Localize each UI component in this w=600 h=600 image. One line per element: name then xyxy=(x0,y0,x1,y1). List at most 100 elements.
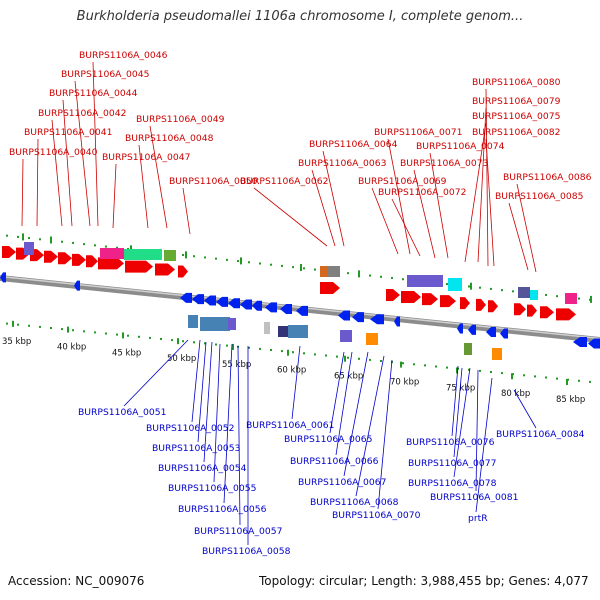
reverse-gene-label[interactable]: BURPS1106A_0076 xyxy=(406,437,495,448)
forward-gene-label[interactable]: BURPS1106A_0069 xyxy=(358,176,447,187)
forward-gene-arrow[interactable] xyxy=(440,295,456,308)
reverse-gene-arrow[interactable] xyxy=(468,324,476,335)
reverse-gene-label[interactable]: BURPS1106A_0061 xyxy=(246,420,334,431)
reverse-gene-arrow[interactable] xyxy=(192,294,204,305)
reverse-gene-arrow[interactable] xyxy=(0,272,6,283)
forward-gene-arrow[interactable] xyxy=(320,281,340,294)
forward-gene-arrow[interactable] xyxy=(488,300,498,313)
feature-box[interactable] xyxy=(340,330,352,342)
reverse-gene-arrow[interactable] xyxy=(370,314,384,325)
forward-gene-label[interactable]: BURPS1106A_0086 xyxy=(503,172,592,183)
reverse-gene-label[interactable]: prtR xyxy=(468,513,488,524)
forward-gene-arrow[interactable] xyxy=(422,293,438,306)
feature-box[interactable] xyxy=(200,317,230,331)
forward-gene-arrow[interactable] xyxy=(540,306,554,319)
reverse-gene-arrow[interactable] xyxy=(74,280,80,291)
reverse-gene-label[interactable]: BURPS1106A_0056 xyxy=(178,504,267,515)
forward-gene-label[interactable]: BURPS1106A_0040 xyxy=(9,147,98,158)
reverse-gene-arrow[interactable] xyxy=(588,338,600,349)
forward-gene-arrow[interactable] xyxy=(556,308,576,321)
forward-gene-arrow[interactable] xyxy=(86,255,98,268)
forward-gene-label[interactable]: BURPS1106A_0071 xyxy=(374,127,462,138)
forward-gene-arrow[interactable] xyxy=(460,297,470,310)
forward-gene-label[interactable]: BURPS1106A_0048 xyxy=(125,133,214,144)
forward-gene-label[interactable]: BURPS1106A_0072 xyxy=(378,187,466,198)
reverse-gene-arrow[interactable] xyxy=(500,328,508,339)
feature-box[interactable] xyxy=(124,249,162,260)
forward-gene-arrow[interactable] xyxy=(155,263,175,276)
reverse-gene-arrow[interactable] xyxy=(180,292,192,303)
reverse-gene-label[interactable]: BURPS1106A_0084 xyxy=(496,429,585,440)
reverse-gene-arrow[interactable] xyxy=(394,316,400,327)
forward-gene-label[interactable]: BURPS1106A_0074 xyxy=(416,141,505,152)
feature-box[interactable] xyxy=(264,322,270,334)
feature-box[interactable] xyxy=(448,278,462,291)
reverse-gene-label[interactable]: BURPS1106A_0066 xyxy=(290,456,379,467)
reverse-gene-arrow[interactable] xyxy=(216,296,228,307)
forward-gene-label[interactable]: BURPS1106A_0045 xyxy=(61,69,150,80)
feature-box[interactable] xyxy=(328,266,340,277)
forward-gene-label[interactable]: BURPS1106A_0046 xyxy=(79,50,168,61)
reverse-gene-label[interactable]: BURPS1106A_0078 xyxy=(408,478,497,489)
feature-box[interactable] xyxy=(278,326,288,337)
reverse-gene-arrow[interactable] xyxy=(228,298,240,309)
forward-gene-label[interactable]: BURPS1106A_0082 xyxy=(472,127,560,138)
reverse-gene-label[interactable]: BURPS1106A_0065 xyxy=(284,434,373,445)
forward-gene-label[interactable]: BURPS1106A_0079 xyxy=(472,96,561,107)
feature-box[interactable] xyxy=(518,287,530,298)
feature-box[interactable] xyxy=(492,348,502,360)
reverse-gene-label[interactable]: BURPS1106A_0055 xyxy=(168,483,257,494)
reverse-gene-arrow[interactable] xyxy=(204,295,216,306)
feature-box[interactable] xyxy=(288,325,308,338)
forward-gene-label[interactable]: BURPS1106A_0044 xyxy=(49,88,138,99)
forward-gene-arrow[interactable] xyxy=(44,250,58,263)
feature-box[interactable] xyxy=(530,290,538,300)
feature-box[interactable] xyxy=(100,248,124,259)
reverse-gene-arrow[interactable] xyxy=(252,300,262,311)
reverse-gene-label[interactable]: BURPS1106A_0077 xyxy=(408,458,497,469)
forward-gene-label[interactable]: BURPS1106A_0080 xyxy=(472,77,561,88)
feature-box[interactable] xyxy=(407,275,443,287)
forward-gene-arrow[interactable] xyxy=(476,298,486,311)
feature-box[interactable] xyxy=(366,333,378,345)
reverse-gene-label[interactable]: BURPS1106A_0057 xyxy=(194,526,283,537)
reverse-gene-label[interactable]: BURPS1106A_0058 xyxy=(202,546,291,557)
feature-box[interactable] xyxy=(24,242,34,255)
feature-box[interactable] xyxy=(565,293,577,304)
forward-gene-arrow[interactable] xyxy=(72,253,86,266)
forward-gene-arrow[interactable] xyxy=(2,246,16,259)
forward-gene-arrow[interactable] xyxy=(514,303,526,316)
forward-gene-arrow[interactable] xyxy=(58,252,72,265)
forward-gene-label[interactable]: BURPS1106A_0064 xyxy=(309,139,398,150)
feature-box[interactable] xyxy=(164,250,176,261)
forward-gene-label[interactable]: BURPS1106A_0042 xyxy=(38,108,126,119)
reverse-gene-arrow[interactable] xyxy=(338,310,350,321)
forward-gene-label[interactable]: BURPS1106A_0049 xyxy=(136,114,225,125)
forward-gene-arrow[interactable] xyxy=(98,257,124,270)
reverse-gene-label[interactable]: BURPS1106A_0052 xyxy=(146,423,234,434)
reverse-gene-label[interactable]: BURPS1106A_0070 xyxy=(332,510,421,521)
reverse-gene-arrow[interactable] xyxy=(457,323,463,334)
reverse-gene-arrow[interactable] xyxy=(280,304,292,315)
forward-gene-arrow[interactable] xyxy=(386,289,400,302)
forward-gene-label[interactable]: BURPS1106A_0062 xyxy=(240,176,328,187)
reverse-gene-label[interactable]: BURPS1106A_0067 xyxy=(298,477,387,488)
forward-gene-label[interactable]: BURPS1106A_0073 xyxy=(400,158,489,169)
forward-gene-label[interactable]: BURPS1106A_0041 xyxy=(24,127,112,138)
feature-box[interactable] xyxy=(464,343,472,355)
forward-gene-label[interactable]: BURPS1106A_0063 xyxy=(298,158,387,169)
reverse-gene-label[interactable]: BURPS1106A_0053 xyxy=(152,443,241,454)
forward-gene-label[interactable]: BURPS1106A_0075 xyxy=(472,111,561,122)
reverse-gene-arrow[interactable] xyxy=(265,302,277,313)
forward-gene-label[interactable]: BURPS1106A_0047 xyxy=(102,152,191,163)
reverse-gene-arrow[interactable] xyxy=(486,326,496,337)
forward-gene-arrow[interactable] xyxy=(527,304,537,317)
forward-gene-arrow[interactable] xyxy=(178,265,188,278)
reverse-gene-arrow[interactable] xyxy=(240,299,252,310)
reverse-gene-label[interactable]: BURPS1106A_0081 xyxy=(430,492,518,503)
reverse-gene-label[interactable]: BURPS1106A_0054 xyxy=(158,463,247,474)
feature-box[interactable] xyxy=(188,315,198,328)
forward-gene-label[interactable]: BURPS1106A_0050 xyxy=(169,176,258,187)
reverse-gene-arrow[interactable] xyxy=(296,305,308,316)
